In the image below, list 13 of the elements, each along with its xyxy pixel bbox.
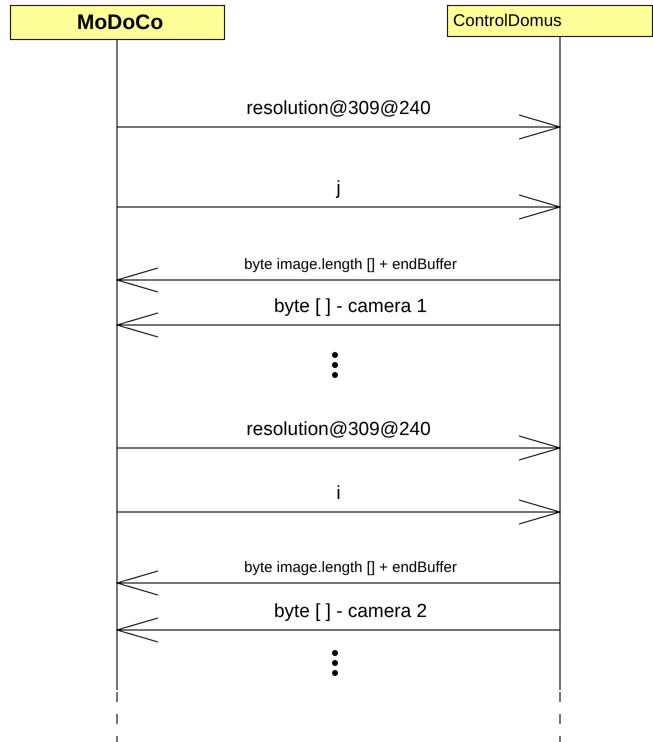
message-arrow — [116, 114, 560, 140]
participant-name: ControlDomus — [453, 11, 562, 31]
message-arrow — [116, 436, 560, 460]
edge-label: byte image.length [] + endBuffer — [242, 560, 459, 576]
message-arrow — [116, 500, 560, 524]
participant-name: MoDoCo — [76, 10, 164, 34]
participant-lifeline — [10, 5, 225, 742]
edge-label: byte image.length [] + endBuffer — [242, 256, 459, 273]
message-arrow — [116, 312, 560, 338]
message-arrow — [116, 268, 560, 292]
message-arrow — [116, 194, 560, 220]
message-arrow — [116, 570, 560, 596]
message-arrow — [116, 618, 560, 642]
